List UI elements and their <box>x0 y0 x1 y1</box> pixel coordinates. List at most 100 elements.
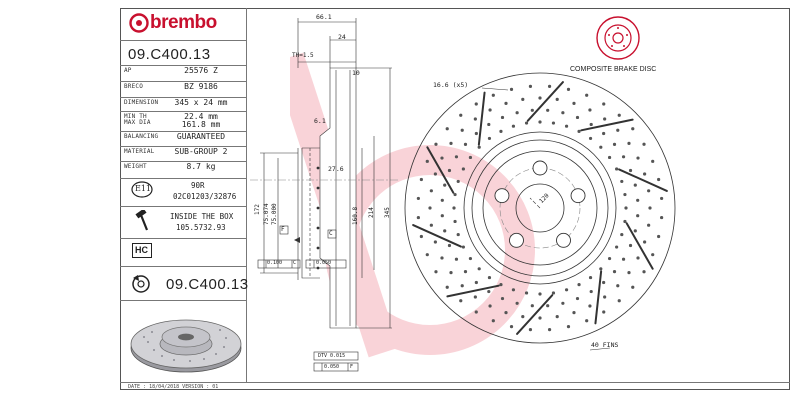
slot-groove <box>426 146 455 194</box>
drill-hole <box>440 214 444 218</box>
lug-hole <box>494 188 510 204</box>
drill-hole <box>599 145 603 149</box>
drill-hole <box>528 84 533 88</box>
spec-divider <box>120 206 246 207</box>
drill-hole <box>603 117 607 121</box>
drill-hole <box>429 189 433 193</box>
drill-hole <box>515 301 519 305</box>
drawing-frame <box>120 8 790 390</box>
drill-hole <box>642 270 646 274</box>
drill-hole <box>528 328 533 332</box>
drill-hole <box>623 219 627 224</box>
footer-divider <box>120 382 790 383</box>
disc-3d-illustration <box>130 319 242 373</box>
lug-hole <box>556 232 571 248</box>
drill-hole <box>647 189 651 193</box>
drill-hole <box>511 288 516 292</box>
spec-divider <box>120 146 246 147</box>
part-number: 09.C400.13 <box>128 46 211 63</box>
drill-hole <box>477 267 481 271</box>
drill-hole <box>616 284 620 288</box>
dim-th-tolerance: TH=1.5 <box>292 52 314 59</box>
drill-hole <box>433 240 437 244</box>
drill-hole <box>449 271 453 275</box>
dim-lug-holes: 16.6 (x5) <box>433 81 469 89</box>
drill-hole <box>599 267 603 271</box>
drill-hole <box>473 117 477 121</box>
drill-hole <box>474 280 478 285</box>
drill-hole <box>456 232 460 237</box>
drill-hole <box>488 108 492 112</box>
dim-hub-offset: 6.1 <box>314 117 326 125</box>
drill-hole <box>504 101 508 105</box>
drill-hole <box>440 256 444 260</box>
spec-divider <box>120 178 246 179</box>
drill-hole <box>453 192 457 197</box>
spec-divider <box>120 111 246 112</box>
spec-divider <box>120 238 246 239</box>
drill-hole <box>456 179 460 184</box>
inside-box-label: INSIDE THE BOX <box>170 212 234 221</box>
drill-hole <box>419 177 423 182</box>
drill-hole <box>589 122 593 127</box>
drill-hole <box>504 311 508 315</box>
drill-hole <box>487 122 491 127</box>
drill-hole <box>643 240 647 244</box>
drill-hole <box>433 172 437 176</box>
dim-214: 214 <box>368 207 375 218</box>
drill-hole <box>491 93 495 97</box>
section-view <box>250 18 400 372</box>
slot-groove <box>412 224 462 248</box>
drill-hole <box>547 328 552 332</box>
tol-runout-ref: C <box>293 260 297 266</box>
dim-thickness: 24 <box>338 33 346 41</box>
spec-label: BRECO <box>124 83 144 90</box>
drill-hole <box>547 84 552 88</box>
drill-hole <box>660 215 664 220</box>
spec-value: SUB-GROUP 2 <box>174 147 228 156</box>
drill-hole <box>445 127 449 131</box>
tol-flatness-ref: F <box>350 364 354 370</box>
drill-hole <box>499 283 503 287</box>
brembo-logo-icon <box>129 13 149 33</box>
drill-hole <box>538 120 542 124</box>
spec-divider <box>120 40 246 41</box>
drill-hole <box>488 304 492 308</box>
drill-hole <box>452 206 456 210</box>
slot-groove <box>477 91 486 146</box>
drill-hole <box>651 159 655 163</box>
drill-hole <box>538 292 542 296</box>
spec-divider <box>120 81 246 82</box>
drill-hole <box>443 229 447 233</box>
drill-hole <box>419 234 423 239</box>
dim-overall-width: 66.1 <box>316 13 332 21</box>
approval-mark: E11 <box>135 184 152 193</box>
drill-hole <box>551 291 556 295</box>
drill-hole <box>515 111 519 115</box>
drill-hole <box>538 316 542 320</box>
dim-bore-75-074: 75.074 <box>263 203 270 225</box>
drill-hole <box>474 131 478 136</box>
lug-hole <box>509 232 524 248</box>
drill-hole <box>546 108 550 112</box>
drill-hole <box>616 128 620 132</box>
drill-hole <box>524 291 529 295</box>
drill-hole <box>636 214 640 218</box>
spec-value: 345 x 24 mm <box>174 98 228 107</box>
drill-hole <box>460 128 464 132</box>
drill-hole <box>589 289 593 294</box>
spec-label: MIN TH MAX DIA <box>124 113 151 126</box>
tol-flatness: 0.050 <box>324 364 340 370</box>
spec-column-divider <box>246 8 247 382</box>
drill-hole <box>617 299 621 303</box>
drill-hole <box>487 289 491 294</box>
dim-hat-depth: 27.6 <box>328 165 344 173</box>
datum-f: F <box>281 226 285 233</box>
drill-hole <box>454 155 459 159</box>
drill-hole <box>551 121 556 125</box>
spec-value: GUARANTEED <box>176 132 226 141</box>
drill-hole <box>585 93 589 97</box>
drill-hole <box>461 245 465 249</box>
dim-345: 345 <box>384 207 391 218</box>
drill-hole <box>499 129 503 133</box>
